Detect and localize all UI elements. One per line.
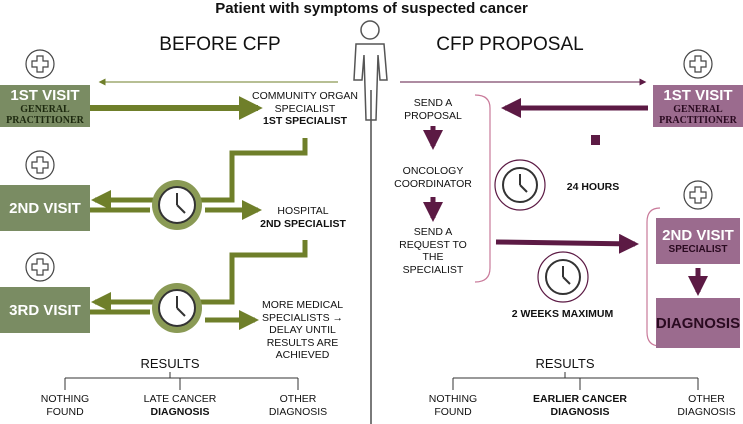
left-step3-line5: ACHIEVED xyxy=(275,349,330,362)
right-step3-line1: SEND A xyxy=(413,226,453,238)
left-result-nothing-line1: NOTHING xyxy=(40,393,90,405)
left-result-nothing: NOTHING FOUND xyxy=(30,393,100,418)
right-result-other-line1: OTHER xyxy=(688,393,725,405)
clock-icon xyxy=(152,180,202,230)
small-square xyxy=(591,135,600,145)
left-step1-line2: SPECIALIST xyxy=(274,102,336,115)
results-tree-left xyxy=(64,372,299,390)
left-heading: BEFORE CFP xyxy=(159,34,281,55)
line-specialist2-return xyxy=(200,240,308,305)
right-step2-line2: COORDINATOR xyxy=(394,177,472,190)
right-result-other: OTHER DIAGNOSIS xyxy=(670,393,743,418)
plus-circle-icon xyxy=(683,49,713,79)
right-result-earlier-line2: DIAGNOSIS xyxy=(550,405,610,418)
right-step3: SEND A REQUEST TO THE SPECIALIST xyxy=(398,226,468,276)
visit-bracket xyxy=(646,207,661,347)
right-step3-line3: THE xyxy=(422,251,444,264)
left-step1: COMMUNITY ORGAN SPECIALIST 1ST SPECIALIS… xyxy=(245,90,365,128)
left-step3-line2: SPECIALISTS → xyxy=(261,311,344,324)
left-result-late-line1: LATE CANCER xyxy=(143,393,217,405)
left-result-nothing-line2: FOUND xyxy=(46,405,84,418)
plus-circle-icon xyxy=(25,49,55,79)
right-visit2-label: 2ND VISIT xyxy=(662,227,734,244)
left-visit3-label: 3RD VISIT xyxy=(9,301,81,319)
right-diagnosis-label: DIAGNOSIS xyxy=(655,314,741,332)
right-results-heading: RESULTS xyxy=(535,356,595,371)
results-tree-right xyxy=(452,372,699,390)
left-result-other-line2: DIAGNOSIS xyxy=(268,405,328,418)
arrow-to-visit2-right xyxy=(495,233,639,254)
left-result-late: LATE CANCER DIAGNOSIS xyxy=(125,393,235,418)
right-result-nothing: NOTHING FOUND xyxy=(418,393,488,418)
left-visit1-sub: GENERAL PRACTITIONER xyxy=(6,103,84,126)
right-result-nothing-line2: FOUND xyxy=(434,405,472,418)
left-result-other-line1: OTHER xyxy=(279,393,317,405)
left-visit2-box: 2ND VISIT xyxy=(0,185,90,231)
left-visit1-box: 1ST VISIT GENERAL PRACTITIONER xyxy=(0,85,90,127)
right-result-earlier-line1: EARLIER CANCER xyxy=(533,393,627,405)
plus-circle-icon xyxy=(25,252,55,282)
right-heading: CFP PROPOSAL xyxy=(436,34,584,55)
left-step2-line1: HOSPITAL xyxy=(277,205,329,217)
left-visit3-box: 3RD VISIT xyxy=(0,287,90,333)
right-step2-line1: ONCOLOGY xyxy=(402,165,464,177)
right-visit1-box: 1ST VISIT GENERAL PRACTITIONER xyxy=(653,85,743,127)
right-visit2-sub: SPECIALIST xyxy=(668,244,728,255)
clock-icon xyxy=(152,283,202,333)
left-visit1-label: 1ST VISIT xyxy=(10,86,80,104)
right-step2: ONCOLOGY COORDINATOR xyxy=(393,165,473,190)
person-icon xyxy=(353,20,388,121)
right-result-nothing-line1: NOTHING xyxy=(428,393,478,405)
right-diagnosis-box: DIAGNOSIS xyxy=(656,298,740,348)
left-results-heading: RESULTS xyxy=(140,356,200,371)
time-24-hours: 24 HOURS xyxy=(566,181,620,193)
right-step3-line2: REQUEST TO xyxy=(399,238,467,251)
right-result-other-line2: DIAGNOSIS xyxy=(677,405,736,418)
time-2-weeks: 2 WEEKS MAXIMUM xyxy=(511,308,614,320)
steps-bracket xyxy=(474,94,491,283)
left-result-other: OTHER DIAGNOSIS xyxy=(258,393,338,418)
left-step3-line4: RESULTS ARE xyxy=(266,336,339,349)
right-result-earlier: EARLIER CANCER DIAGNOSIS xyxy=(518,393,642,418)
diagram-title: Patient with symptoms of suspected cance… xyxy=(215,0,528,17)
left-visit2-label: 2ND VISIT xyxy=(9,199,81,217)
left-step1-line3: 1ST SPECIALIST xyxy=(262,115,347,128)
left-step3-line3: DELAY UNTIL xyxy=(269,324,336,337)
line-specialist1-return xyxy=(200,138,308,203)
clock-icon xyxy=(494,159,546,211)
right-visit2-box: 2ND VISIT SPECIALIST xyxy=(656,218,740,264)
left-step2: HOSPITAL 2ND SPECIALIST xyxy=(253,205,353,230)
right-step1-line1: SEND A xyxy=(413,97,453,109)
left-step3-line1: MORE MEDICAL xyxy=(261,299,344,311)
left-step3: MORE MEDICAL SPECIALISTS → DELAY UNTIL R… xyxy=(250,299,355,362)
right-step1-line2: PROPOSAL xyxy=(404,109,462,122)
left-result-late-line2: DIAGNOSIS xyxy=(150,405,210,418)
right-step1: SEND A PROPOSAL xyxy=(398,97,468,122)
right-step3-line4: SPECIALIST xyxy=(402,263,464,276)
right-visit1-sub: GENERAL PRACTITIONER xyxy=(659,103,737,126)
plus-circle-icon xyxy=(25,150,55,180)
right-visit1-label: 1ST VISIT xyxy=(663,86,733,104)
clock-icon xyxy=(537,251,589,303)
left-step1-line1: COMMUNITY ORGAN xyxy=(252,90,358,102)
left-step2-line2: 2ND SPECIALIST xyxy=(260,217,346,230)
plus-circle-icon xyxy=(683,180,713,210)
